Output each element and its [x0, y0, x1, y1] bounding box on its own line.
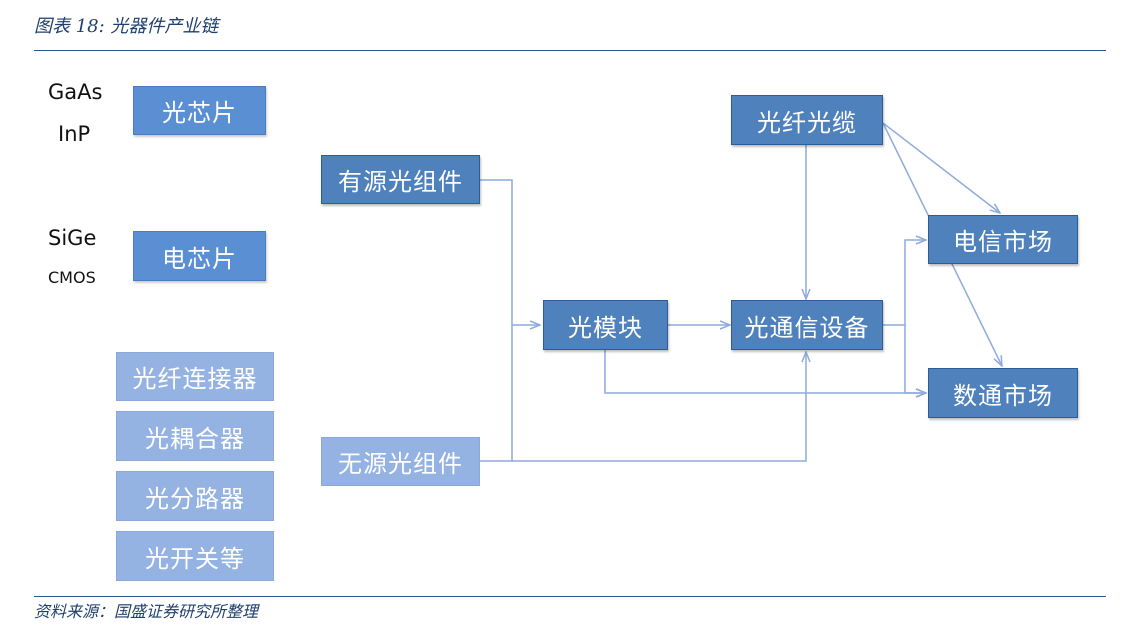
figure-title: 图表 18: 光器件产业链 [34, 16, 219, 37]
node-fiber-cable: 光纤光缆 [731, 95, 883, 145]
node-optical-chip: 光芯片 [133, 86, 266, 135]
edge-module-to-datacom [604, 350, 926, 393]
title-rule [34, 50, 1106, 51]
source-rule [34, 596, 1106, 597]
node-datacom-market: 数通市场 [928, 368, 1078, 418]
node-optical-coupler: 光耦合器 [116, 411, 274, 461]
node-optical-module: 光模块 [543, 300, 668, 350]
edge-passive-to-equipment [512, 352, 806, 462]
node-optical-switch: 光开关等 [116, 531, 274, 581]
node-optical-splitter: 光分路器 [116, 471, 274, 521]
node-passive-component: 无源光组件 [321, 437, 480, 486]
material-inp: InP [58, 122, 91, 146]
edge-equipment-to-datacom [904, 325, 926, 393]
edge-equipment-to-telecom [883, 240, 926, 326]
node-active-component: 有源光组件 [321, 155, 480, 204]
material-cmos: CMOS [48, 268, 96, 287]
node-electrical-chip: 电芯片 [133, 231, 266, 281]
source-note: 资料来源：国盛证券研究所整理 [34, 602, 259, 621]
node-fiber-connector: 光纤连接器 [116, 352, 274, 401]
edge-active-to-module [480, 179, 540, 325]
node-comm-equipment: 光通信设备 [731, 300, 883, 350]
material-gaas: GaAs [48, 80, 103, 104]
edge-cable-to-telecom [882, 122, 1000, 213]
node-telecom-market: 电信市场 [928, 215, 1078, 264]
material-sige: SiGe [48, 226, 97, 250]
edge-passive-to-join [480, 325, 513, 462]
